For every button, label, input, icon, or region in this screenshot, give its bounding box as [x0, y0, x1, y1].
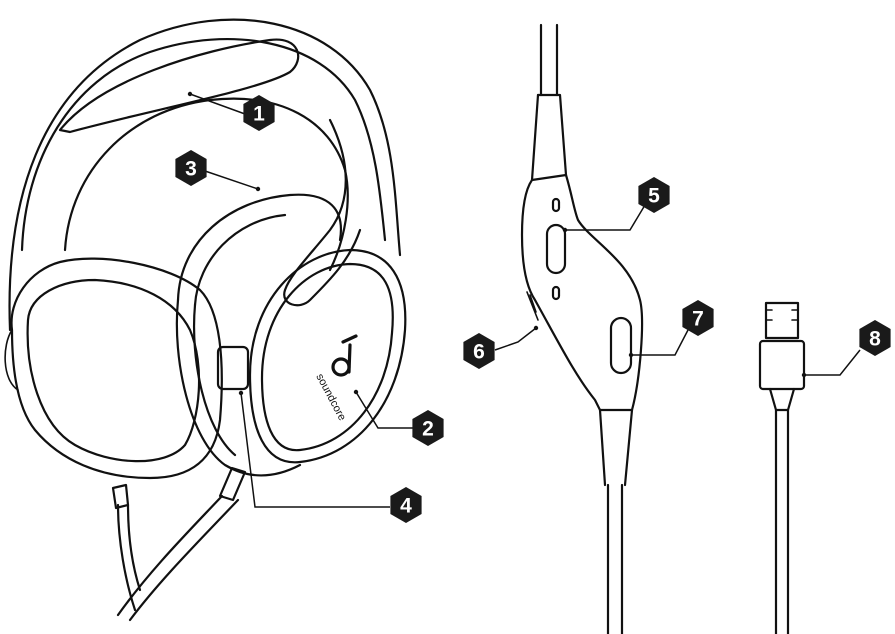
callout-3-label: 3 [185, 158, 197, 181]
callout-8: 8 [859, 320, 891, 356]
callout-4: 4 [390, 487, 422, 523]
callout-5: 5 [638, 177, 670, 213]
leader-lines [187, 91, 861, 508]
callout-8-hexagon [859, 320, 891, 356]
mute-switch [609, 316, 633, 375]
brand-wordmark: soundcore [313, 372, 348, 423]
callout-7-hexagon [682, 300, 714, 336]
callout-7: 7 [682, 300, 714, 336]
callout-1-label: 1 [253, 103, 265, 126]
callout-2-label: 2 [422, 418, 434, 441]
brand-logo: soundcore [313, 334, 358, 423]
callout-6-hexagon [463, 333, 495, 369]
callout-7-label: 7 [692, 308, 704, 331]
callout-4-label: 4 [400, 495, 412, 518]
callout-1-hexagon [243, 95, 275, 131]
volume-switch [545, 223, 567, 275]
callout-2-hexagon [412, 410, 444, 446]
mic-button [216, 345, 250, 391]
callout-5-hexagon [638, 177, 670, 213]
callout-6-label: 6 [473, 341, 485, 364]
callout-5-label: 5 [648, 185, 660, 208]
callout-2: 2 [412, 410, 444, 446]
callout-4-hexagon [390, 487, 422, 523]
inline-controller-illustration [520, 23, 644, 634]
headset-illustration: soundcore [4, 18, 407, 622]
callout-3-hexagon [175, 150, 207, 186]
callout-3: 3 [175, 150, 207, 186]
usb-connector-illustration [758, 301, 806, 634]
callout-1: 1 [243, 95, 275, 131]
callout-8-label: 8 [869, 328, 881, 351]
callout-6: 6 [463, 333, 495, 369]
